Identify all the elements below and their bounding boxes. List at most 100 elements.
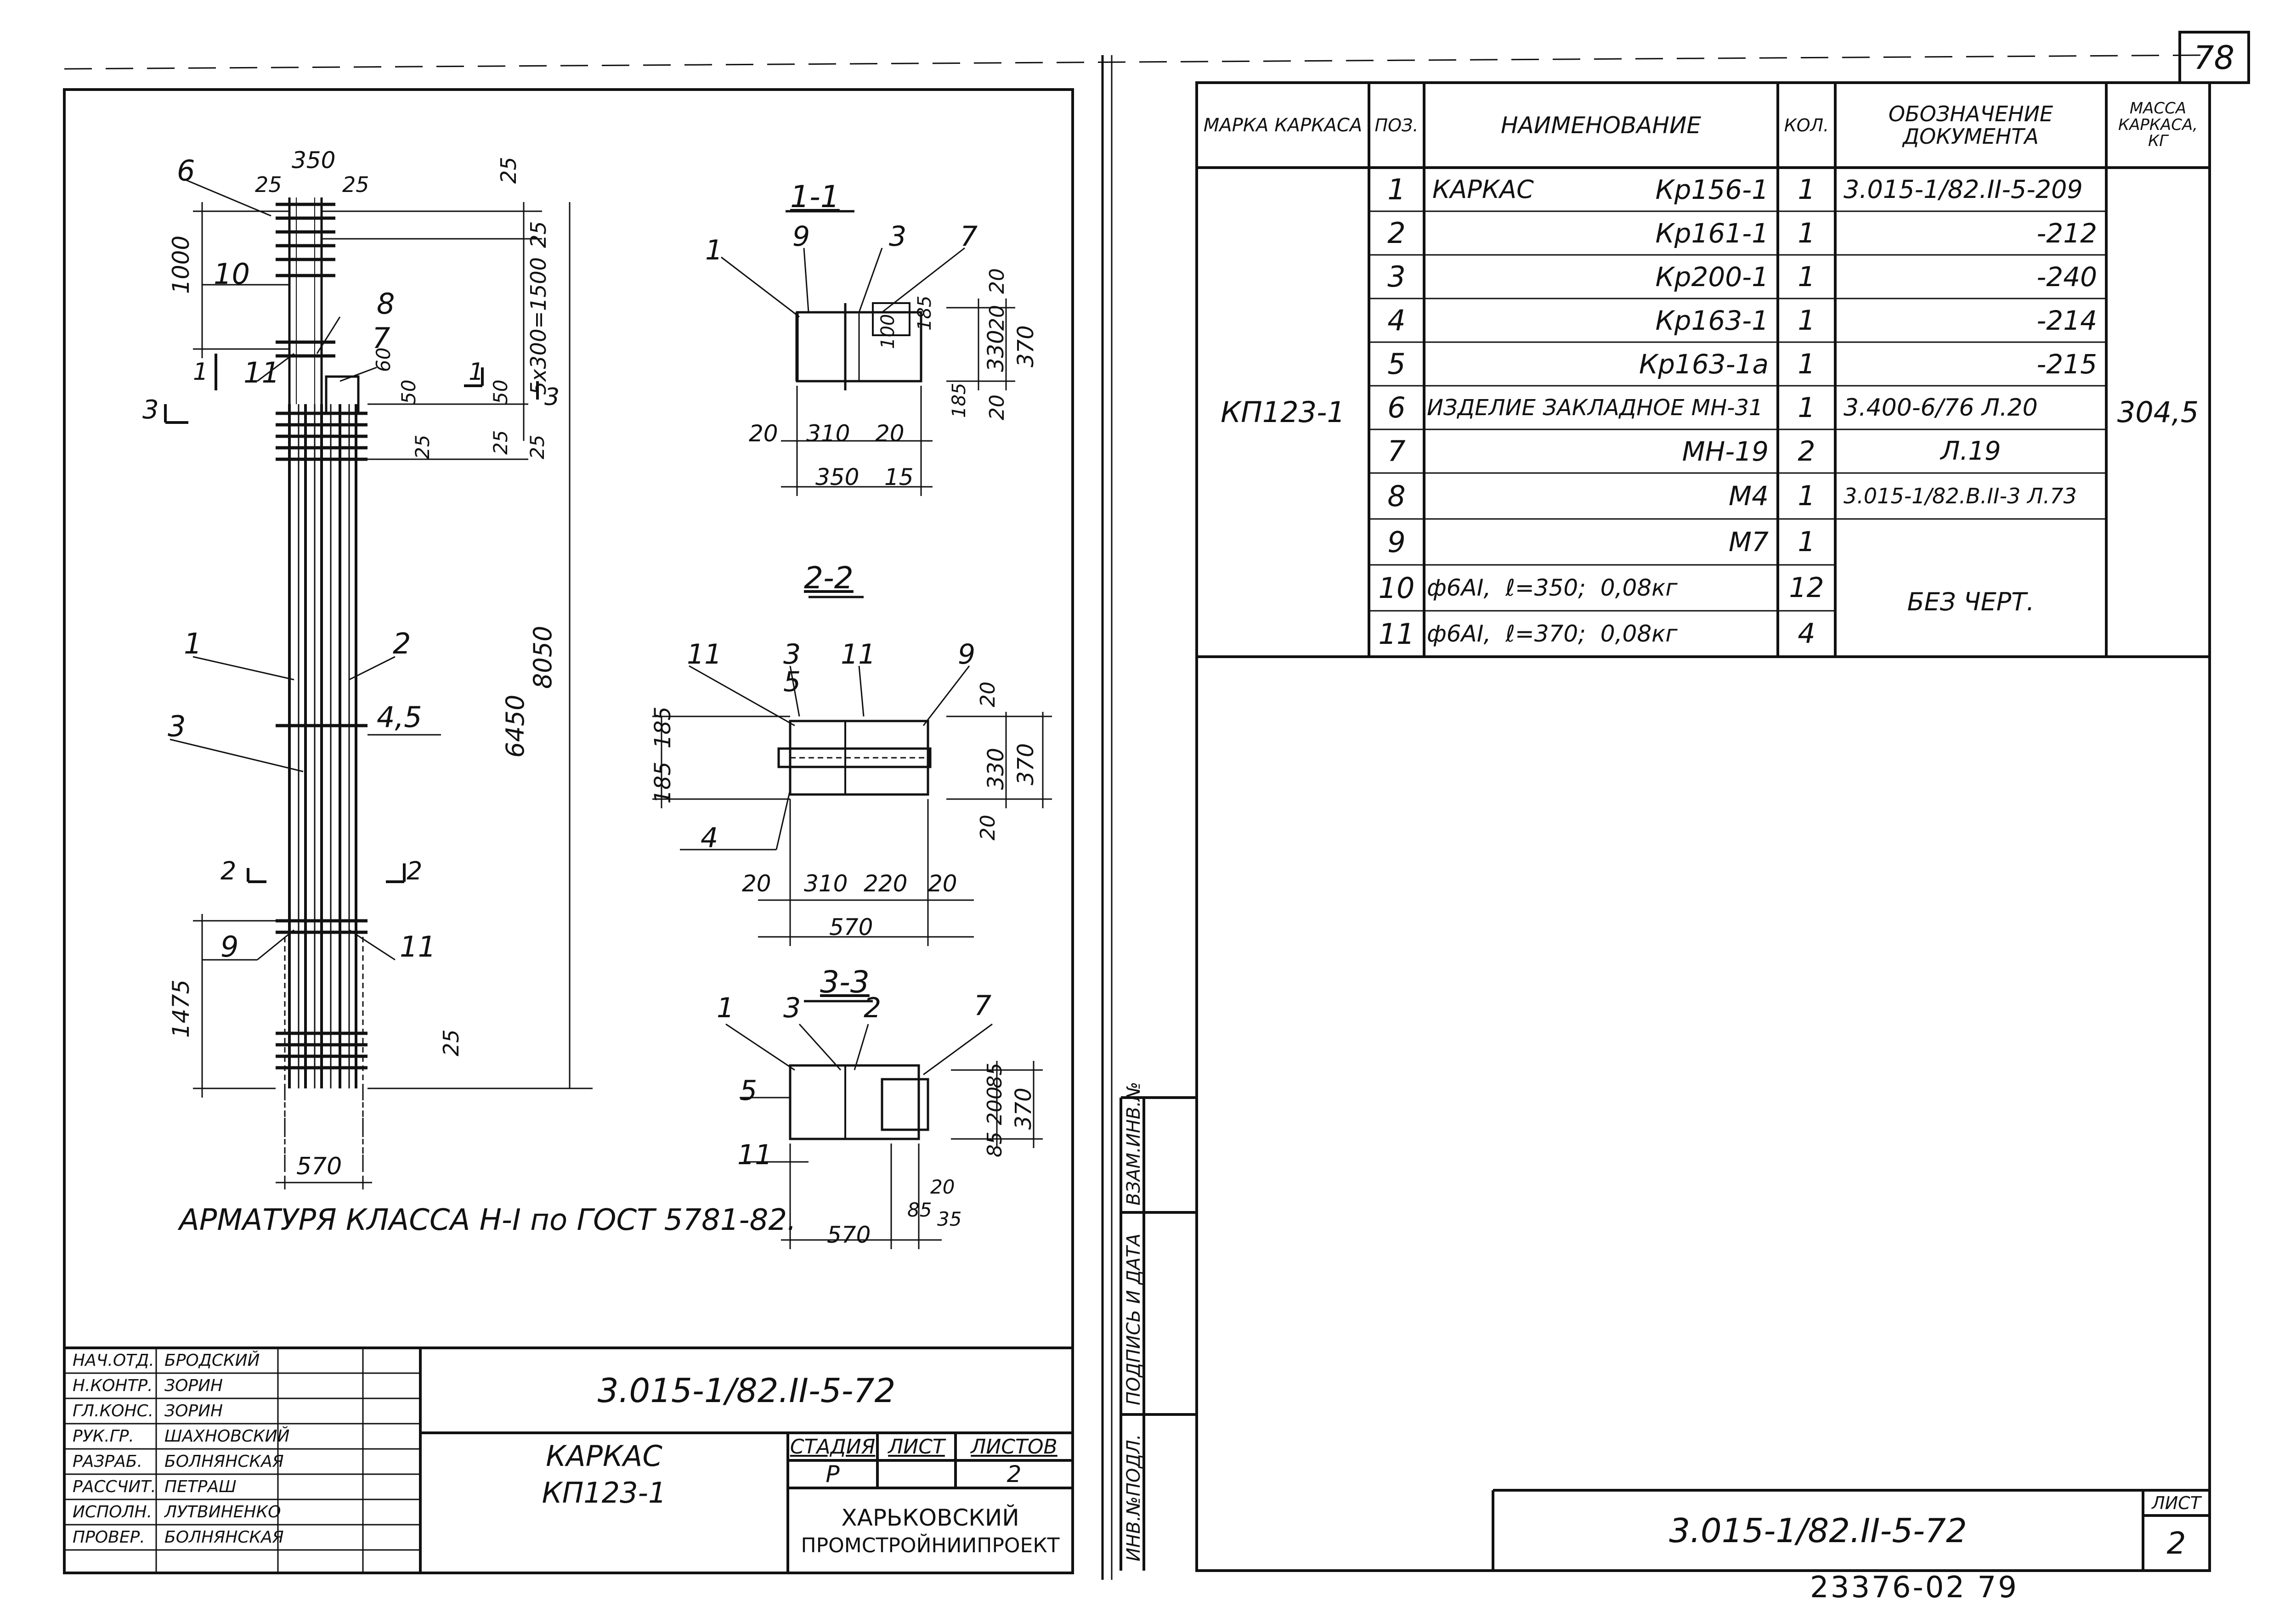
pos-label: 9 [792, 220, 810, 253]
pos-label: 7 [372, 321, 390, 355]
dim-label: 20 [985, 394, 1009, 420]
title-row: ГЛ.КОНС. [73, 1402, 154, 1420]
row-name-right: Кр163-1а [1639, 348, 1769, 380]
row-qty: 12 [1789, 572, 1824, 604]
dim-label: 25 [255, 172, 282, 197]
col-header-qty: КОЛ. [1784, 115, 1829, 135]
dim-label: 370 [1013, 743, 1039, 785]
title-row: БРОДСКИЙ [164, 1351, 260, 1370]
col-header-name: НАИМЕНОВАНИЕ [1501, 112, 1701, 139]
row-name-left: ф6АI, ℓ=370; 0,08кг [1427, 620, 1678, 647]
right-sheet-value: 2 [2166, 1525, 2186, 1561]
drawing-name-line: КП123-1 [542, 1476, 667, 1510]
section-title: 3-3 [820, 964, 870, 1000]
right-drawing-code: 3.015-1/82.II-5-72 [1669, 1511, 1967, 1550]
row-pos: 4 [1387, 304, 1406, 337]
organization-line: ХАРЬКОВСКИЙ [841, 1504, 1019, 1531]
dim-label: 15 [884, 464, 914, 490]
title-row: ПЕТРАШ [164, 1477, 237, 1496]
title-row: РУК.ГР. [73, 1427, 134, 1446]
row-name-right: М4 [1729, 480, 1769, 512]
side-stamp-replaced-inv: ВЗАМ.ИНВ.№ [1123, 1082, 1144, 1206]
pos-label: 2 [864, 992, 882, 1024]
pos-label: 6 [177, 154, 195, 187]
dim-label: 350 [815, 464, 860, 490]
pos-label: 1 [705, 234, 723, 266]
dim-label: 25 [526, 434, 549, 459]
cut-mark: 3 [544, 383, 560, 411]
pos-label: 11 [687, 638, 722, 670]
row-doc: Л.19 [1940, 436, 2001, 466]
dim-label: 330 [983, 330, 1009, 372]
row-qty: 1 [1798, 260, 1815, 293]
pos-label: 1 [717, 992, 735, 1024]
pos-label: 3 [783, 992, 801, 1024]
cage-mass: 304,5 [2117, 395, 2199, 429]
drawing-code: 3.015-1/82.II-5-72 [597, 1371, 896, 1410]
col-header-mark: МАРКА КАРКАСА [1203, 114, 1363, 136]
pos-label: 1 [184, 627, 202, 660]
row-qty: 1 [1798, 348, 1815, 380]
row-qty: 1 [1798, 480, 1815, 512]
row-qty: 1 [1798, 304, 1815, 337]
dim-label: 20 [742, 870, 771, 897]
pos-label: 7 [960, 220, 978, 253]
title-row: ЗОРИН [164, 1402, 223, 1420]
dim-label: 25 [526, 221, 551, 248]
title-row: НАЧ.ОТД. [73, 1351, 154, 1370]
row-pos: 5 [1387, 347, 1406, 381]
dim-label: 570 [827, 1222, 871, 1248]
dim-label: 185 [650, 706, 676, 749]
cut-mark: 2 [221, 856, 237, 885]
row-pos: 1 [1387, 173, 1406, 206]
archive-code: 23376-02 79 [1810, 1571, 2019, 1605]
row-pos: 2 [1387, 216, 1406, 250]
stage-header: ЛИСТОВ [971, 1435, 1058, 1459]
pos-label: 2 [393, 627, 411, 660]
pos-label: 11 [400, 930, 436, 963]
cage-mark: КП123-1 [1221, 395, 1345, 429]
title-row: БОЛНЯНСКАЯ [164, 1528, 284, 1547]
section-2-2 [652, 596, 1052, 946]
title-row: Н.КОНТР. [73, 1376, 153, 1395]
stage-header: СТАДИЯ [790, 1435, 876, 1459]
side-stamp-signature-date: ПОДПИСЬ И ДАТА [1123, 1234, 1144, 1405]
row-doc: -240 [2036, 261, 2097, 293]
cut-mark: 3 [142, 395, 159, 425]
dim-label: 185 [914, 295, 935, 331]
dim-label: 25 [489, 430, 512, 455]
dim-label: 220 [864, 870, 908, 897]
dim-label: 85 [983, 1063, 1007, 1088]
cage-elevation [164, 178, 593, 1189]
row-doc: 3.015-1/82.II-5-209 [1844, 175, 2083, 204]
side-stamp-inv-original: ИНВ.№ПОДЛ. [1123, 1434, 1144, 1561]
row-name-right: Кр161-1 [1655, 217, 1769, 249]
dim-label: 25 [342, 172, 369, 197]
row-qty: 1 [1798, 217, 1815, 249]
dim-label: 50 [489, 379, 512, 404]
dim-label: 1000 [168, 235, 194, 294]
col-header-doc: ОБОЗНАЧЕНИЕ ДОКУМЕНТА [1888, 101, 2053, 149]
title-row: РАЗРАБ. [73, 1452, 142, 1471]
pos-label: 5 [740, 1075, 758, 1107]
cut-mark: 2 [407, 856, 423, 885]
dim-label: 20 [985, 305, 1009, 331]
pos-label: 9 [958, 638, 976, 670]
row-pos: 8 [1387, 479, 1406, 513]
title-row: ШАХНОВСКИЙ [164, 1427, 290, 1446]
right-sheet-label: ЛИСТ [2152, 1493, 2201, 1513]
row-qty: 4 [1798, 618, 1815, 650]
dim-label: 25 [496, 157, 521, 184]
dim-label: 85 [907, 1199, 932, 1221]
dim-label: 8050 [528, 625, 557, 689]
row-qty: 2 [1798, 435, 1815, 468]
col-header-pos: ПОЗ. [1374, 115, 1419, 135]
pos-label: 11 [737, 1139, 773, 1171]
dim-label: 20 [749, 420, 778, 447]
title-row: ЛУТВИНЕНКО [164, 1503, 281, 1521]
pos-label: 11 [841, 638, 876, 670]
pos-label: 4,5 [377, 700, 422, 734]
stage-value: 2 [1007, 1461, 1022, 1487]
title-row: ИСПОЛН. [73, 1503, 153, 1521]
